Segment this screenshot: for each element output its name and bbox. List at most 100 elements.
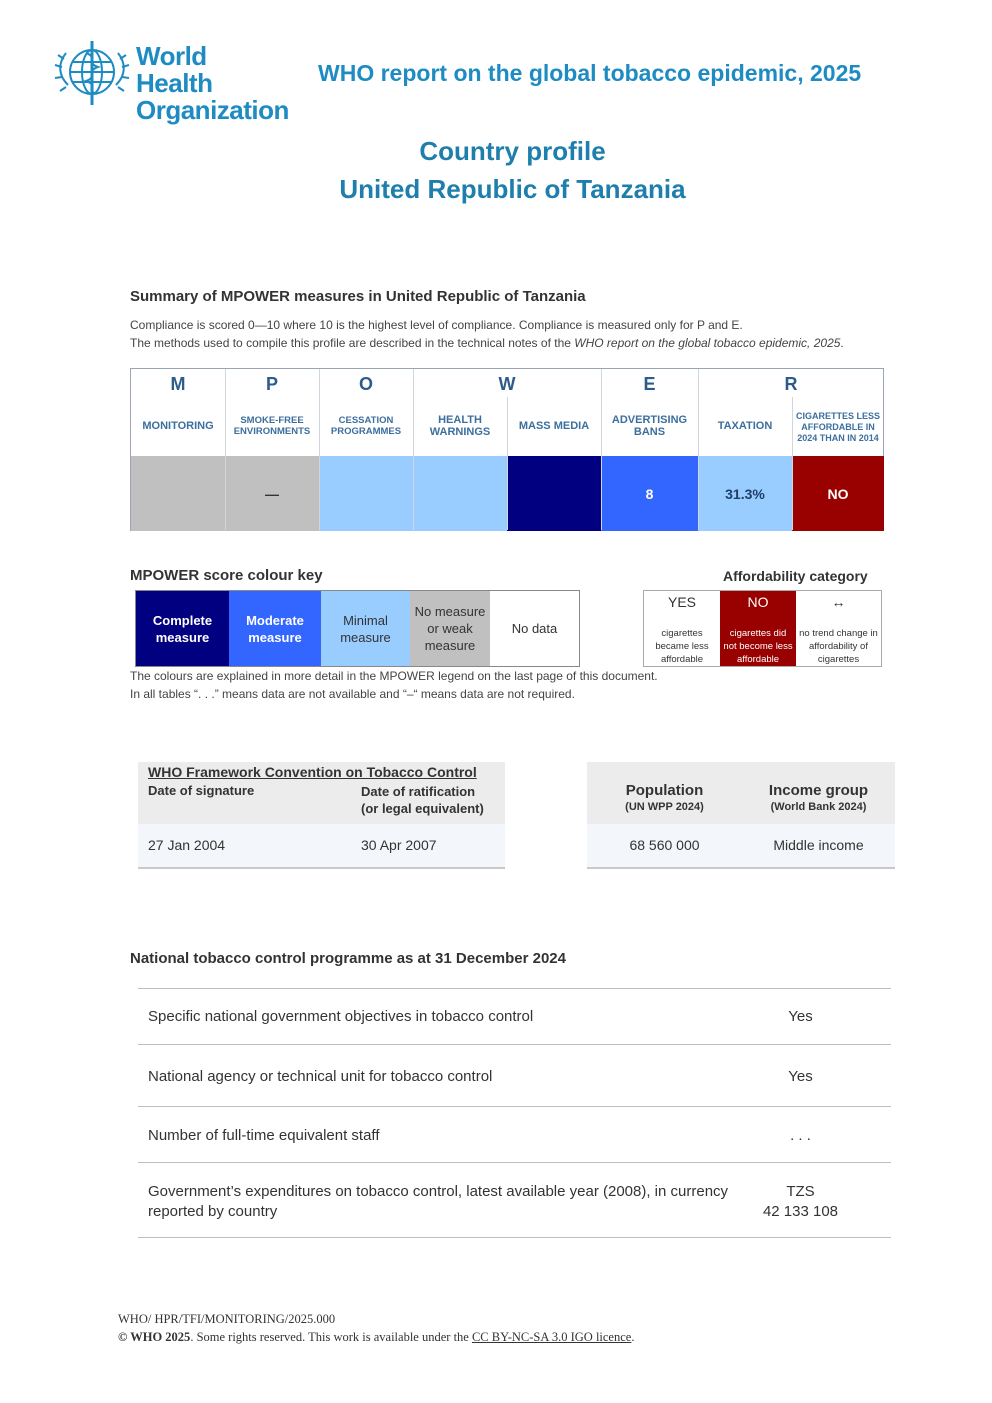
table-row: Specific national government objectives … [138, 988, 891, 1044]
programme-question: National agency or technical unit for to… [148, 1068, 493, 1085]
copyright: © WHO 2025. Some rights reserved. This w… [118, 1328, 634, 1346]
fctc-ratification-header: Date of ratification (or legal equivalen… [361, 783, 484, 817]
summary-note: Compliance is scored 0—10 where 10 is th… [130, 317, 844, 352]
national-programme-heading: National tobacco control programme as at… [130, 950, 566, 967]
mpower-column-advertising: E ADVERTISING BANS 8 [601, 369, 698, 531]
note-suffix: . [840, 335, 844, 350]
mpower-column-monitoring: M MONITORING [131, 369, 225, 531]
programme-question-line2: reported by country [148, 1203, 278, 1220]
mpower-column-smoke-free: P SMOKE-FREE ENVIRONMENTS — [225, 369, 319, 531]
income-source: (World Bank 2024) [770, 801, 867, 813]
fctc-ratification-date: 30 Apr 2007 [361, 837, 437, 853]
colour-key-note-line2: In all tables “. . .” means data are not… [130, 686, 575, 701]
document-code: WHO/ HPR/TFI/MONITORING/2025.000 [118, 1312, 336, 1326]
summary-note-line1: Compliance is scored 0—10 where 10 is th… [130, 318, 743, 332]
fctc-title: WHO Framework Convention on Tobacco Cont… [148, 764, 477, 780]
affordability-yes-desc: cigarettes became less affordable [655, 628, 709, 665]
table-divider [792, 397, 793, 530]
note-prefix: The methods used to compile this profile… [130, 335, 575, 350]
table-divider [225, 369, 226, 530]
fctc-table: WHO Framework Convention on Tobacco Cont… [138, 762, 505, 869]
mpower-cell-mass-media [507, 456, 601, 531]
table-row: Government’s expenditures on tobacco con… [138, 1162, 891, 1238]
mpower-column-cessation: O CESSATION PROGRAMMES [319, 369, 413, 531]
mpower-letter-p: P [265, 374, 278, 394]
population-row: 68 560 000 Middle income [587, 824, 895, 869]
affordability-key: YES cigarettes became less affordable NO… [643, 590, 882, 667]
national-programme-table: Specific national government objectives … [138, 988, 891, 1238]
mpower-cell-smoke-free: — [225, 456, 319, 531]
key-moderate: Moderate measure [229, 591, 321, 666]
mpower-letter-o: O [358, 374, 373, 394]
page-title: Country profile United Republic of Tanza… [0, 132, 992, 208]
who-logo: World Health Organization [52, 35, 289, 124]
mpower-column-group-r: R [698, 369, 884, 530]
table-row: National agency or technical unit for to… [138, 1044, 891, 1106]
programme-answer: TZS 42 133 108 [698, 1182, 903, 1222]
mpower-label-affordability: CIGARETTES LESS AFFORDABLE IN 2024 THAN … [795, 410, 880, 443]
mpower-cell-affordability: NO [792, 456, 884, 531]
fctc-ratification-header-line2: (or legal equivalent) [361, 801, 484, 816]
who-emblem-icon [54, 41, 130, 105]
mpower-column-taxation: TAXATION 31.3% [698, 369, 792, 531]
population-source: (UN WPP 2024) [625, 801, 704, 813]
fctc-header: WHO Framework Convention on Tobacco Cont… [138, 762, 505, 824]
report-title: WHO report on the global tobacco epidemi… [318, 60, 862, 86]
affordability-no-symbol: NO [747, 594, 769, 610]
page-title-country: United Republic of Tanzania [339, 174, 686, 204]
table-divider [601, 369, 602, 530]
mpower-cell-monitoring [131, 456, 225, 531]
mpower-label-mass-media: MASS MEDIA [518, 419, 590, 432]
mpower-summary-table: M MONITORING P SMOKE-FREE ENVIRONMENTS —… [130, 368, 884, 531]
licence-link[interactable]: CC BY-NC-SA 3.0 IGO licence [471, 1330, 632, 1344]
mpower-cell-cessation [319, 456, 413, 531]
mpower-label-health-warnings: HEALTH WARNINGS [429, 413, 491, 439]
population-header: Population (UN WPP 2024) Income group (W… [587, 762, 895, 824]
programme-answer: . . . [790, 1127, 811, 1144]
key-complete-label: Complete measure [152, 612, 213, 645]
programme-answer-currency: TZS [786, 1183, 815, 1200]
key-no-measure: No measure or weak measure [410, 591, 490, 666]
mpower-cell-health-warnings [413, 456, 507, 531]
key-minimal-label: Minimal measure [340, 612, 391, 645]
key-no-data: No data [490, 591, 579, 666]
logo-text-line1: World Health [136, 41, 213, 98]
mpower-letter-m: M [170, 374, 186, 394]
summary-heading: Summary of MPOWER measures in United Rep… [130, 288, 586, 305]
table-divider [507, 397, 508, 530]
affordability-yes: YES cigarettes became less affordable [644, 591, 720, 666]
page-title-line1: Country profile [419, 136, 606, 166]
mpower-column-affordability: CIGARETTES LESS AFFORDABLE IN 2024 THAN … [792, 369, 884, 531]
mpower-column-mass-media: MASS MEDIA [507, 369, 601, 531]
table-divider [413, 369, 414, 530]
key-minimal: Minimal measure [321, 591, 410, 666]
table-divider [698, 369, 699, 530]
programme-answer: Yes [788, 1068, 813, 1085]
table-divider [319, 369, 320, 530]
copyright-end: . [631, 1330, 635, 1344]
key-no-data-label: No data [511, 621, 558, 636]
programme-answer-amount: 42 133 108 [762, 1203, 839, 1220]
note-italic: WHO report on the global tobacco epidemi… [574, 335, 841, 350]
colour-key-heading: MPOWER score colour key [130, 567, 323, 584]
programme-question: Number of full-time equivalent staff [148, 1127, 380, 1144]
mpower-letter-e: E [643, 374, 656, 394]
affordability-no-desc: cigarettes did not become less affordabl… [723, 628, 793, 665]
income-header-label: Income group [768, 782, 869, 799]
population-value: 68 560 000 [629, 837, 700, 853]
table-row: Number of full-time equivalent staff . .… [138, 1106, 891, 1162]
copyright-text: . Some rights reserved. This work is ava… [190, 1330, 472, 1344]
copyright-bold: © WHO 2025 [118, 1330, 191, 1344]
summary-note-line2: The methods used to compile this profile… [130, 335, 844, 353]
no-change-arrow-icon: ↔ [831, 594, 846, 610]
key-complete: Complete measure [136, 591, 229, 666]
mpower-letter-w: W [498, 374, 516, 394]
key-moderate-label: Moderate measure [246, 612, 304, 645]
mpower-label-monitoring: MONITORING [142, 419, 214, 432]
mpower-label-cessation: CESSATION PROGRAMMES [330, 415, 402, 437]
fctc-row: 27 Jan 2004 30 Apr 2007 [138, 824, 505, 869]
programme-question: Specific national government objectives … [148, 1008, 534, 1025]
affordability-yes-symbol: YES [667, 594, 696, 610]
programme-question-line1: Government’s expenditures on tobacco con… [148, 1183, 729, 1200]
mpower-column-health-warnings: HEALTH WARNINGS [413, 369, 507, 531]
